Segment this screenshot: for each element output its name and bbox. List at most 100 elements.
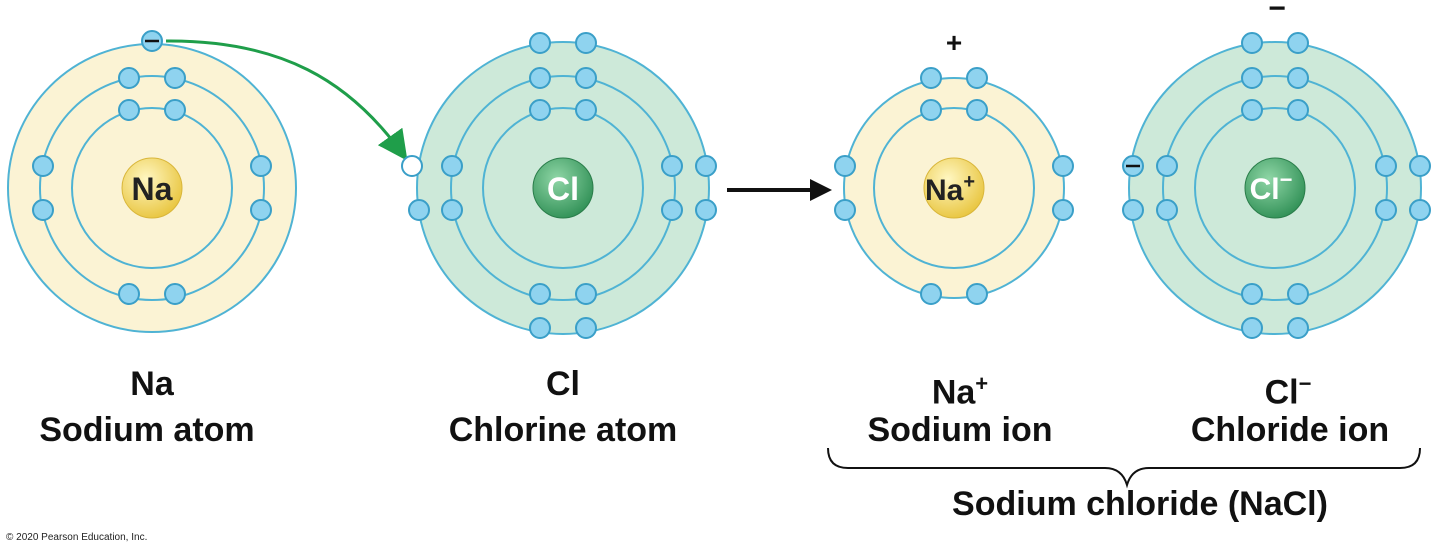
- chlorine-inner-shell: [482, 107, 644, 269]
- electron: [1122, 199, 1144, 221]
- electron: [164, 99, 186, 121]
- copyright-notice: © 2020 Pearson Education, Inc.: [6, 532, 148, 543]
- electron: [250, 155, 272, 177]
- electron: [661, 155, 683, 177]
- sodium-ion-symbol-label: Na+: [860, 364, 1060, 412]
- chlorine-atom: Cl: [401, 32, 717, 339]
- electron: [529, 317, 551, 339]
- sodium-atom: Na: [7, 30, 297, 333]
- electron: [1156, 199, 1178, 221]
- sodium-nucleus-symbol: Na: [132, 171, 173, 207]
- electron: [575, 67, 597, 89]
- electron: [1287, 67, 1309, 89]
- electron: [529, 32, 551, 54]
- electron: [1409, 155, 1431, 177]
- electron: [834, 155, 856, 177]
- sodium-ion-symbol-sup: +: [963, 171, 975, 193]
- electron: [1052, 199, 1074, 221]
- sodium-atom-symbol-label: Na: [130, 365, 174, 403]
- chlorine-middle-shell: [450, 75, 676, 301]
- electron: [32, 155, 54, 177]
- electron: [1287, 32, 1309, 54]
- electron: [1241, 67, 1263, 89]
- electron: [1375, 199, 1397, 221]
- electron: [575, 317, 597, 339]
- electron: [1287, 283, 1309, 305]
- sodium-nucleus: [121, 157, 183, 219]
- electron: [966, 67, 988, 89]
- sodium-inner-shell: [71, 107, 233, 269]
- reaction-arrow: [727, 179, 832, 201]
- chloride-ion-inner-shell: [1194, 107, 1356, 269]
- chlorine-electrons: [408, 32, 717, 339]
- chloride-ion-symbol-sup: −: [1280, 167, 1293, 192]
- electron: [1241, 99, 1263, 121]
- electron: [834, 199, 856, 221]
- chlorine-nucleus: [532, 157, 594, 219]
- sodium-ion-symbol-text: Na: [925, 174, 964, 207]
- sodium-ion-nucleus-symbol: Na+: [925, 171, 975, 207]
- electron: [118, 283, 140, 305]
- chloride-ion: Cl− −: [1122, 0, 1431, 339]
- electron: [164, 67, 186, 89]
- electron: [920, 99, 942, 121]
- sodium-ion-inner-shell: [873, 107, 1035, 269]
- chloride-ion-label-sup: −: [1298, 371, 1312, 396]
- electron: [529, 99, 551, 121]
- chlorine-atom-name-label: Chlorine atom: [448, 411, 678, 449]
- chloride-ion-nucleus: [1244, 157, 1306, 219]
- electron: [1375, 155, 1397, 177]
- sodium-atom-name-label: Sodium atom: [39, 411, 255, 449]
- chloride-ion-nucleus-symbol: Cl−: [1250, 167, 1293, 206]
- electron: [529, 283, 551, 305]
- sodium-electrons: [32, 67, 272, 305]
- compound-label: Sodium chloride (NaCl): [952, 485, 1328, 523]
- electron: [32, 199, 54, 221]
- electron: [966, 283, 988, 305]
- electron: [1241, 283, 1263, 305]
- electron: [250, 199, 272, 221]
- electron: [1241, 32, 1263, 54]
- electron: [695, 155, 717, 177]
- electron-transfer-arrow: [165, 39, 408, 161]
- electron: [966, 99, 988, 121]
- electron: [441, 199, 463, 221]
- sodium-ion-label-symbol: Na: [931, 373, 976, 412]
- electron: [118, 67, 140, 89]
- chlorine-nucleus-symbol: Cl: [547, 171, 579, 207]
- sodium-ion-electrons: [834, 67, 1074, 305]
- chloride-ion-label-symbol: Cl: [1264, 373, 1299, 412]
- electron: [1287, 317, 1309, 339]
- electron: [1409, 199, 1431, 221]
- electron: [695, 199, 717, 221]
- electron: [529, 67, 551, 89]
- electron: [441, 155, 463, 177]
- electron: [1287, 99, 1309, 121]
- chloride-ion-middle-shell: [1162, 75, 1388, 301]
- electron: [1052, 155, 1074, 177]
- electron: [661, 199, 683, 221]
- sodium-ion-charge: +: [946, 27, 962, 58]
- electron: [920, 283, 942, 305]
- sodium-ion-nucleus: [923, 157, 985, 219]
- sodium-ion: Na+ +: [834, 27, 1074, 305]
- chloride-ion-name-label: Chloride ion: [1190, 411, 1390, 449]
- sodium-middle-shell: [39, 75, 265, 301]
- sodium-ion-name-label: Sodium ion: [867, 411, 1053, 449]
- electron: [118, 99, 140, 121]
- chloride-ion-electrons: [1122, 32, 1431, 339]
- sodium-chloride-brace: [827, 447, 1421, 489]
- electron: [575, 283, 597, 305]
- sodium-ion-label-sup: +: [975, 371, 989, 396]
- electron: [1156, 155, 1178, 177]
- chloride-ion-symbol-label: Cl−: [1188, 364, 1388, 412]
- electron: [920, 67, 942, 89]
- electron: [1241, 317, 1263, 339]
- vacant-electron-slot: [401, 155, 423, 177]
- electron: [164, 283, 186, 305]
- electron: [575, 99, 597, 121]
- electron: [575, 32, 597, 54]
- chloride-ion-charge: −: [1268, 0, 1286, 25]
- chlorine-atom-symbol-label: Cl: [546, 365, 580, 403]
